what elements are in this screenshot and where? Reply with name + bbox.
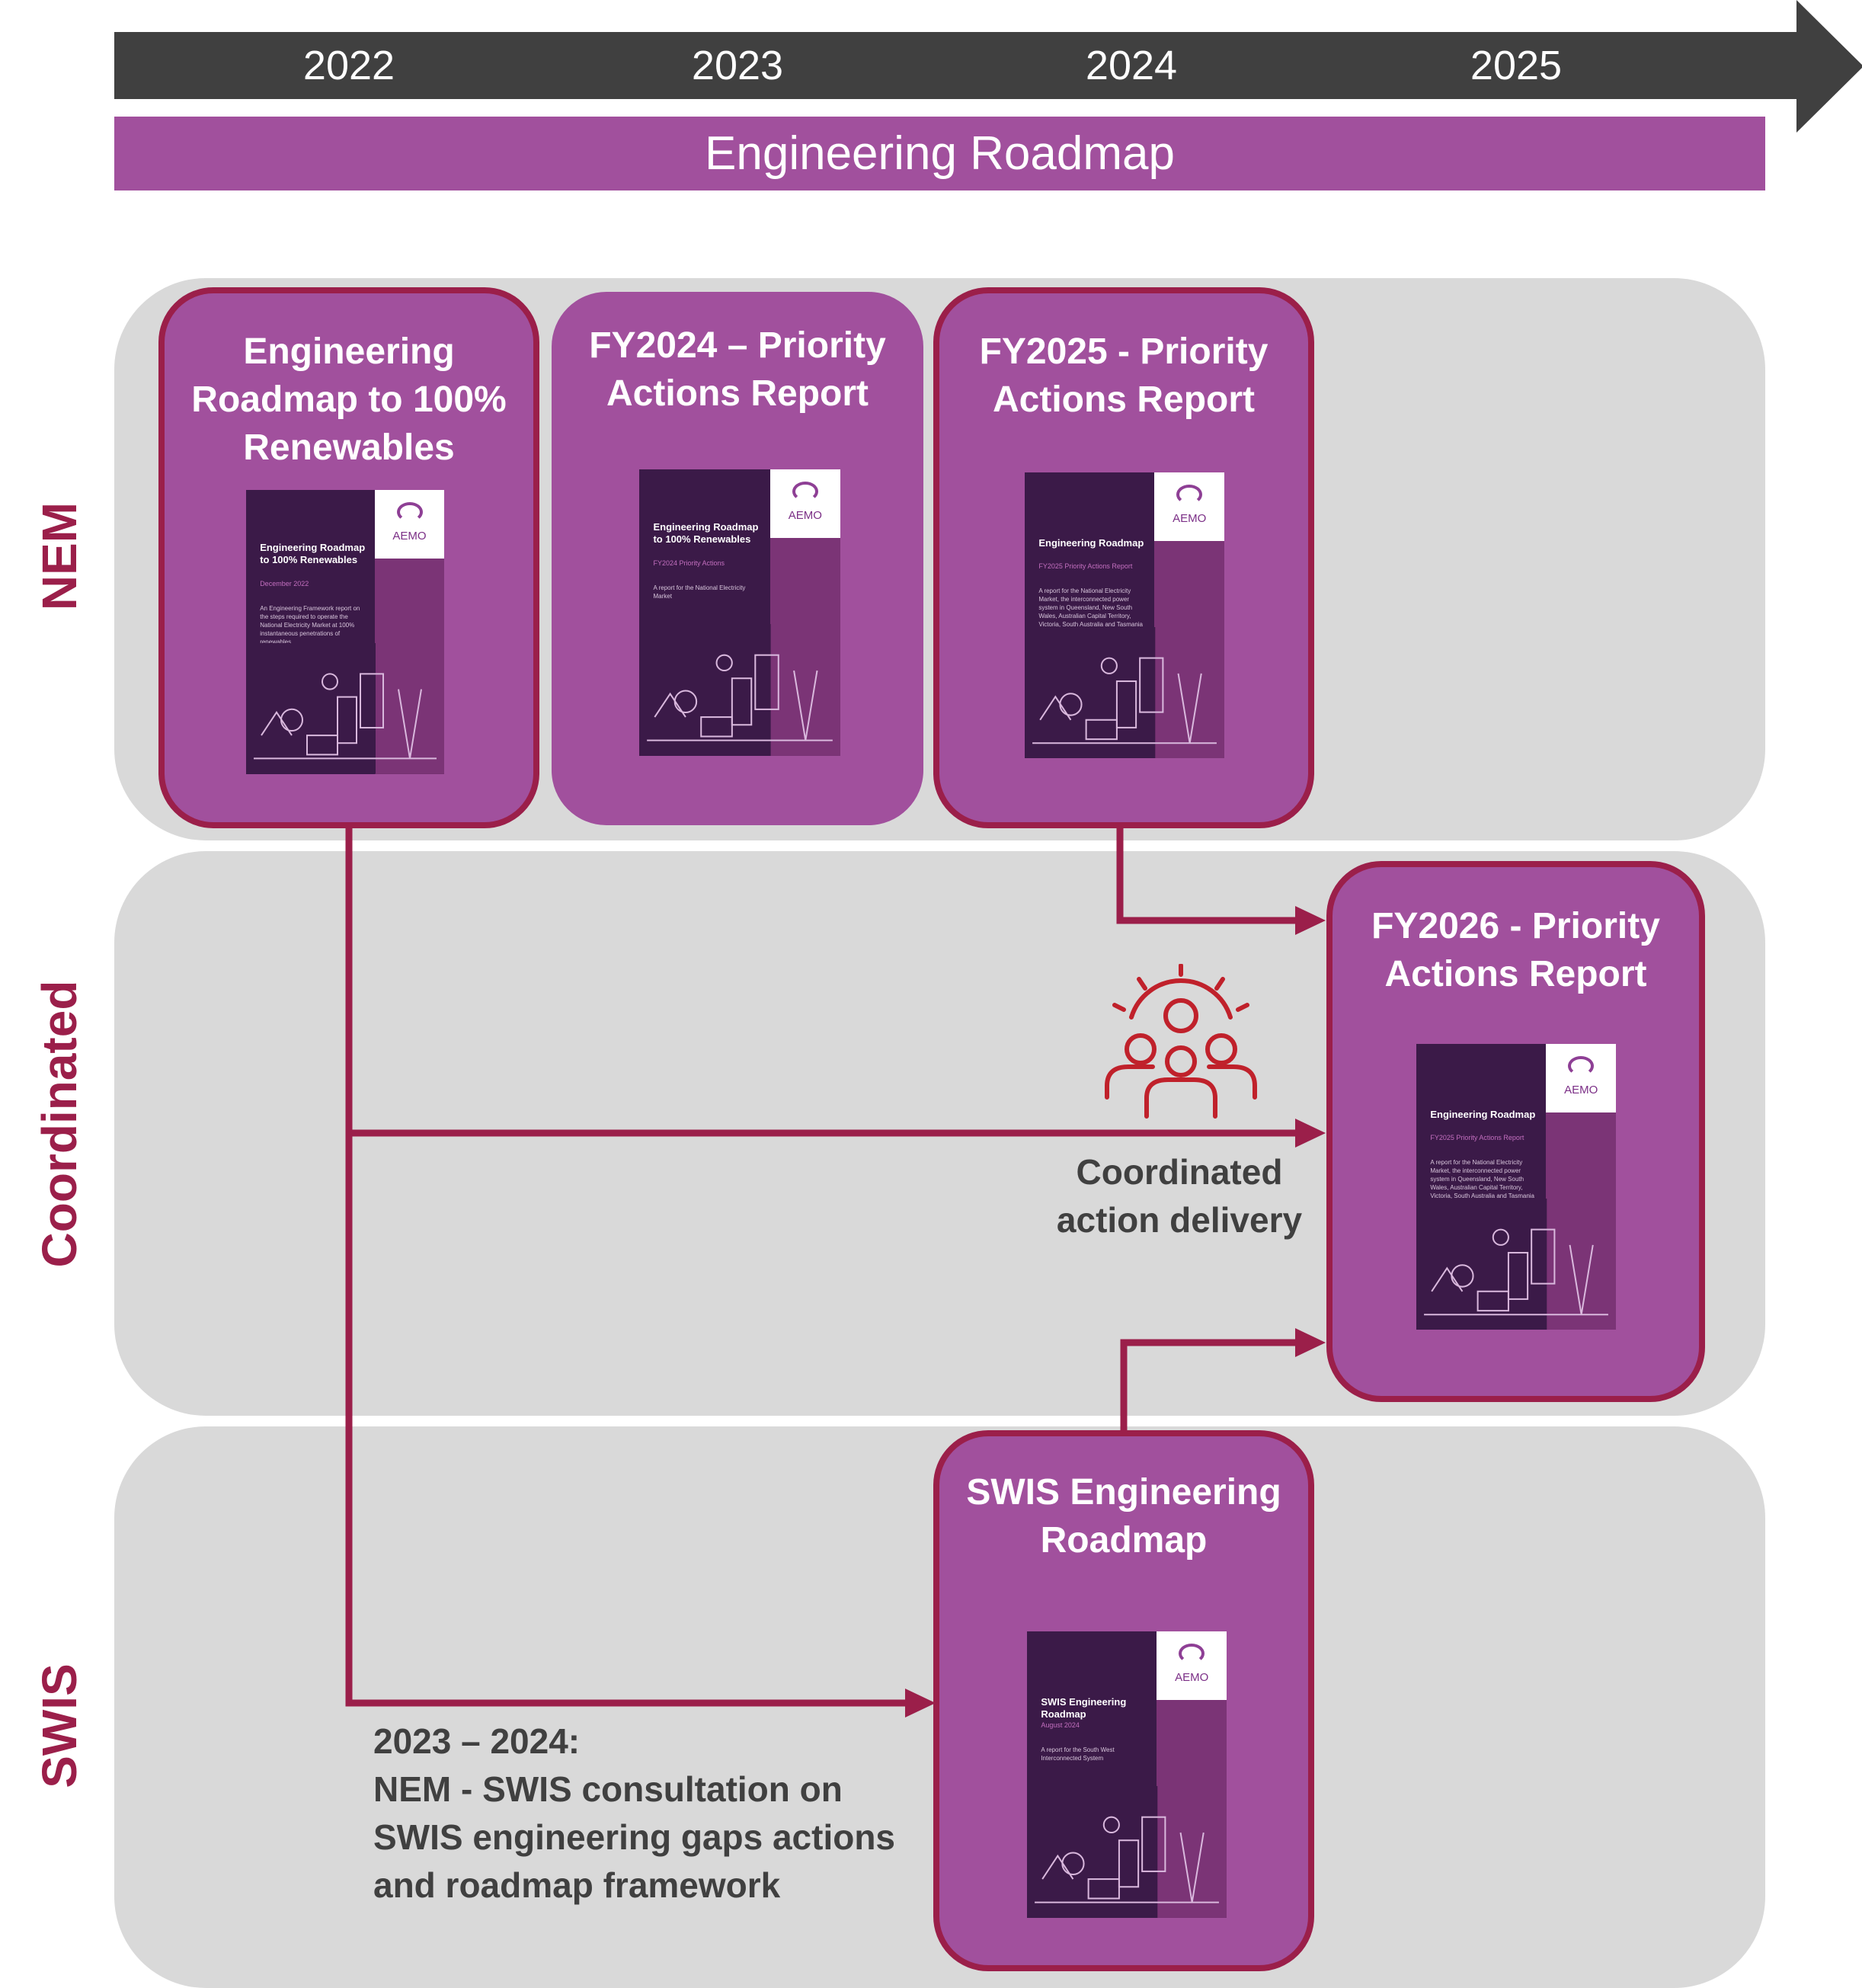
arrowhead-fy2025: [1295, 906, 1326, 935]
report-cover: AEMO Engineering Roadmap FY2025 Priority…: [1025, 472, 1224, 758]
card-fy2026: FY2026 - Priority Actions Report AEMO En…: [1326, 861, 1705, 1402]
aemo-logo: AEMO: [1546, 1044, 1616, 1112]
timeline-arrow-bar: [114, 32, 1798, 99]
aemo-logo: AEMO: [1154, 472, 1224, 541]
year-2023: 2023: [691, 43, 784, 88]
connector-swis-to-fy2026: [1120, 1339, 1304, 1433]
coordinated-action-callout: Coordinated action delivery: [1056, 1152, 1303, 1240]
consultation-callout: 2023 – 2024: NEM - SWIS consultation on …: [373, 1721, 896, 1905]
year-2022: 2022: [302, 43, 395, 88]
report-cover: AEMO Engineering Roadmap to 100% Renewab…: [246, 490, 444, 774]
card-fy2025: FY2025 - Priority Actions Report AEMO En…: [933, 287, 1314, 828]
card-title: SWIS Engineering Roadmap: [966, 1472, 1281, 1561]
connector-roadmap-to-swis: [345, 827, 910, 1707]
card-title: FY2026 - Priority Actions Report: [1371, 906, 1660, 994]
card-title: FY2025 - Priority Actions Report: [979, 331, 1269, 420]
cityscape-illustration: [246, 643, 444, 774]
card-fy2024: FY2024 – Priority Actions Report AEMO En…: [552, 292, 923, 825]
aemo-logo: AEMO: [769, 469, 840, 539]
report-cover: AEMO Engineering Roadmap FY2025 Priority…: [1416, 1044, 1616, 1330]
cityscape-illustration: [1027, 1786, 1227, 1918]
card-title: Engineering Roadmap to 100% Renewables: [191, 331, 507, 468]
aemo-logo: AEMO: [375, 490, 444, 559]
card-swis-roadmap: SWIS Engineering Roadmap AEMO SWIS Engin…: [933, 1430, 1314, 1971]
cityscape-illustration: [639, 624, 840, 756]
card-engineering-roadmap: Engineering Roadmap to 100% Renewables A…: [158, 287, 539, 828]
card-title: FY2024 – Priority Actions Report: [589, 325, 886, 414]
engineering-roadmap-band: Engineering Roadmap: [114, 117, 1765, 190]
arrowhead-swis: [1295, 1328, 1326, 1357]
team-gear-icon: [1105, 964, 1257, 1119]
cityscape-illustration: [1025, 626, 1224, 758]
report-cover: AEMO Engineering Roadmap to 100% Renewab…: [639, 469, 840, 756]
arrowhead-coordinated: [1295, 1119, 1326, 1148]
year-2024: 2024: [1085, 43, 1178, 88]
connector-fy2025-to-fy2026: [1116, 827, 1304, 924]
report-cover: AEMO SWIS Engineering Roadmap August 202…: [1027, 1631, 1227, 1918]
aemo-logo: AEMO: [1157, 1631, 1227, 1701]
year-2025: 2025: [1470, 43, 1563, 88]
timeline-arrow-head: [1796, 0, 1862, 133]
cityscape-illustration: [1416, 1198, 1616, 1330]
arrowhead-consultation: [905, 1689, 936, 1717]
